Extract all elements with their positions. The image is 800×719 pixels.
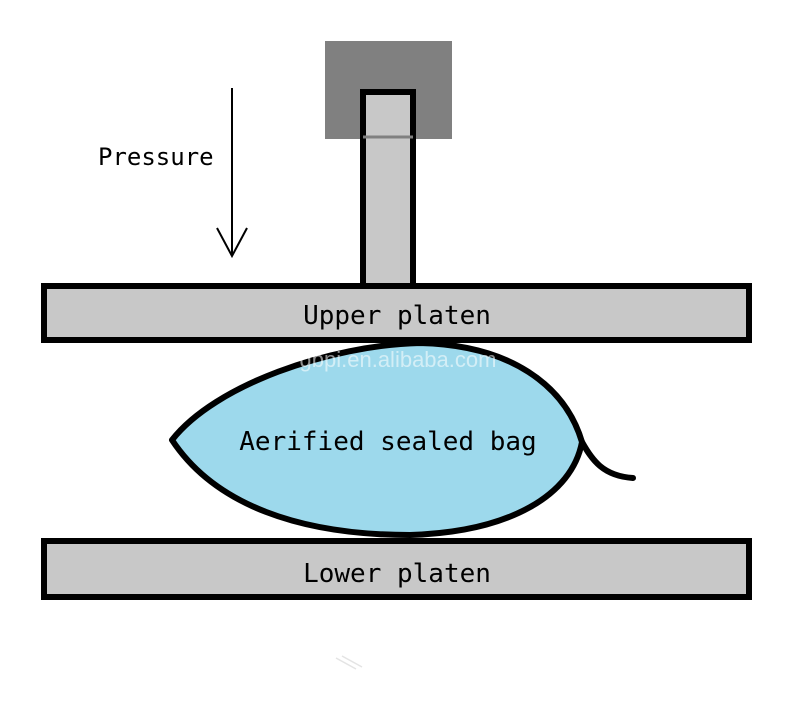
pressure-label: Pressure bbox=[98, 143, 214, 171]
bag-label: Aerified sealed bag bbox=[239, 427, 536, 457]
upper-platen bbox=[41, 283, 752, 343]
lower-platen-label: Lower platen bbox=[303, 559, 491, 589]
upper-platen-label: Upper platen bbox=[303, 301, 491, 331]
lower-platen bbox=[41, 538, 752, 600]
stray-marks bbox=[335, 655, 363, 670]
bag-tail bbox=[579, 439, 636, 481]
watermark: gbpi.en.alibaba.com bbox=[300, 347, 497, 372]
pressure-arrow bbox=[216, 88, 248, 259]
piston-rod bbox=[360, 89, 416, 289]
